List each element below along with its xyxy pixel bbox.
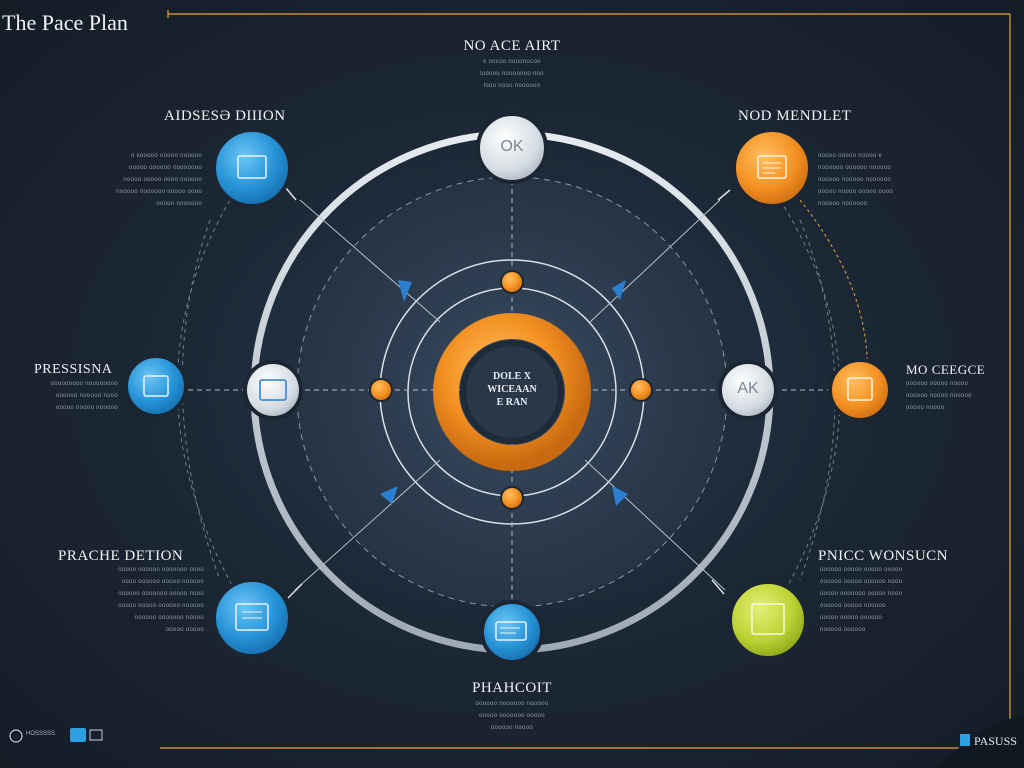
bottom-left-desc-line: ooooo ooooo [165,627,204,633]
right-desc-line: oooooo noooo nooooo [906,393,972,399]
top-left-desc-line: o ĸooooo noooo nooooo [130,153,202,159]
arrow-ticks [285,187,731,599]
node-right[interactable] [828,358,892,422]
frame-lines [160,10,1011,749]
top-left-desc-line: ooooo noooooo [156,201,202,207]
center-line-1: DOLE X [492,371,532,382]
top-desc: ĸ nocoo nooonocoo loooou noooonoo noo lo… [462,56,562,92]
left-desc-line: oooooo nooooo nooo [55,393,118,399]
bottom-right-desc: oooooo ooooo ooooo ooooo oooooo ooooo oo… [820,564,950,636]
page-title: The Pace Plan [2,10,128,35]
right-desc: oooooo ooooo noooo oooooo noooo nooooo o… [906,378,1002,414]
top-right-desc-line: oooooo nooooo noooooo [818,177,892,183]
bottom-right-heading: PNICC WONSUCN [818,548,948,564]
node-left[interactable] [124,354,188,418]
bottom-right-desc-line: nooooo oooooo [820,627,866,633]
bottom-left-desc-line: ooooo oooooo ooooooo oooo [118,567,204,573]
bottom-desc-line: oooooo noooo [491,725,533,731]
center-label: DOLE X WICEAAN E RAN [472,370,552,409]
bottom-right-desc-line: oooooo ooooo ooooo ooooo [820,567,903,573]
top-right-desc: ooooo ooooo noooo ĸ noooooo oooooo noooo… [818,150,948,210]
top-right-desc-line: nooooo noooooo [818,201,868,207]
bottom-left-desc: ooooo oooooo ooooooo oooo oooo oooooo oo… [74,564,204,636]
top-left-desc-line: ooooo oooooo nooooooo [128,165,202,171]
top-right-desc-line: ooooo noooo ooooo oooo [818,189,894,195]
node-top[interactable] [476,112,548,184]
center-core-highlight [466,346,558,438]
node-top-right[interactable] [732,128,812,208]
top-right-heading: NOD MENDLET [738,108,852,124]
top-right-desc-line: ooooo ooooo noooo ĸ [818,153,882,159]
top-heading: NO ACE AIRT [463,38,561,54]
bottom-right-desc-line: oooooo ooooo oooooo nooo [820,579,903,585]
node-bottom-right[interactable] [728,580,808,660]
bottom-left-heading: PRACHE DETION [58,548,184,564]
arrow-marks [380,280,628,506]
bottom-left-desc-line: nooooo ooooooo noooo [134,615,204,621]
bottom-right-desc-line: ooooo ooooooo ooooo nooo [820,591,903,597]
right-heading: MO CEEGCE [906,362,986,377]
bottom-right-desc-line: ooooo ooooo oooooo [820,615,883,621]
top-desc-line: looo nooo noooooo [483,83,541,89]
left-desc-line: ooooo noooo nooooo [55,405,118,411]
node-right-inner[interactable] [718,360,778,420]
footer-brand: PASUSS [974,734,1017,748]
orange-markers [369,270,653,510]
bottom-left-desc-line: ooooo noooo oooooo nooooo [118,603,204,609]
bottom-right-desc-line: oooooo ooooo nooooo [820,603,886,609]
node-bottom-left[interactable] [212,578,292,658]
right-desc-line: oooooo ooooo noooo [906,381,969,387]
left-heading: PRESSISNA [34,362,113,377]
top-left-desc: o ĸooooo noooo nooooo ooooo oooooo noooo… [72,150,202,210]
bottom-left-desc-line: oooo oooooo ooooo nooooo [121,579,204,585]
top-node-icon-text: OK [500,138,524,155]
top-left-desc-line: noooo ooooo oooo nooooo [123,177,202,183]
center-orange-ring [433,313,591,471]
footer-logo-shapes [9,716,1024,768]
top-desc-line: ĸ nocoo nooonocoo [483,59,541,65]
left-desc: ooooooooo noooooooo oooooo nooooo nooo o… [30,378,118,414]
left-desc-line: ooooooooo noooooooo [50,381,118,387]
center-line-2: WICEAAN [487,384,537,395]
node-left-inner[interactable] [243,360,303,420]
top-left-desc-line: nooooo noooooo noooo oooo [116,189,202,195]
right-inner-node-icon-text: AK [737,380,759,397]
top-desc-line: loooou noooonoo noo [480,71,544,77]
node-top-left[interactable] [212,128,292,208]
center-line-3: E RAN [496,397,528,408]
bottom-desc: oooooo noooooo nooooo ooooo ooooooo oooo… [462,698,562,734]
bottom-heading: PHAHCOIT [472,680,552,696]
node-bottom[interactable] [480,600,544,664]
footer-left-text: HOSSSSS [26,731,56,737]
right-desc-line: ooooo noooo [906,405,945,411]
bottom-desc-line: oooooo noooooo nooooo [475,701,549,707]
bottom-desc-line: ooooo ooooooo ooooo [479,713,545,719]
top-left-heading: AIDSESƏ DIIION [164,108,286,124]
bottom-left-desc-line: oooooo ooooooo ooooo nooo [118,591,204,597]
top-right-desc-line: noooooo oooooo nooooo [818,165,892,171]
